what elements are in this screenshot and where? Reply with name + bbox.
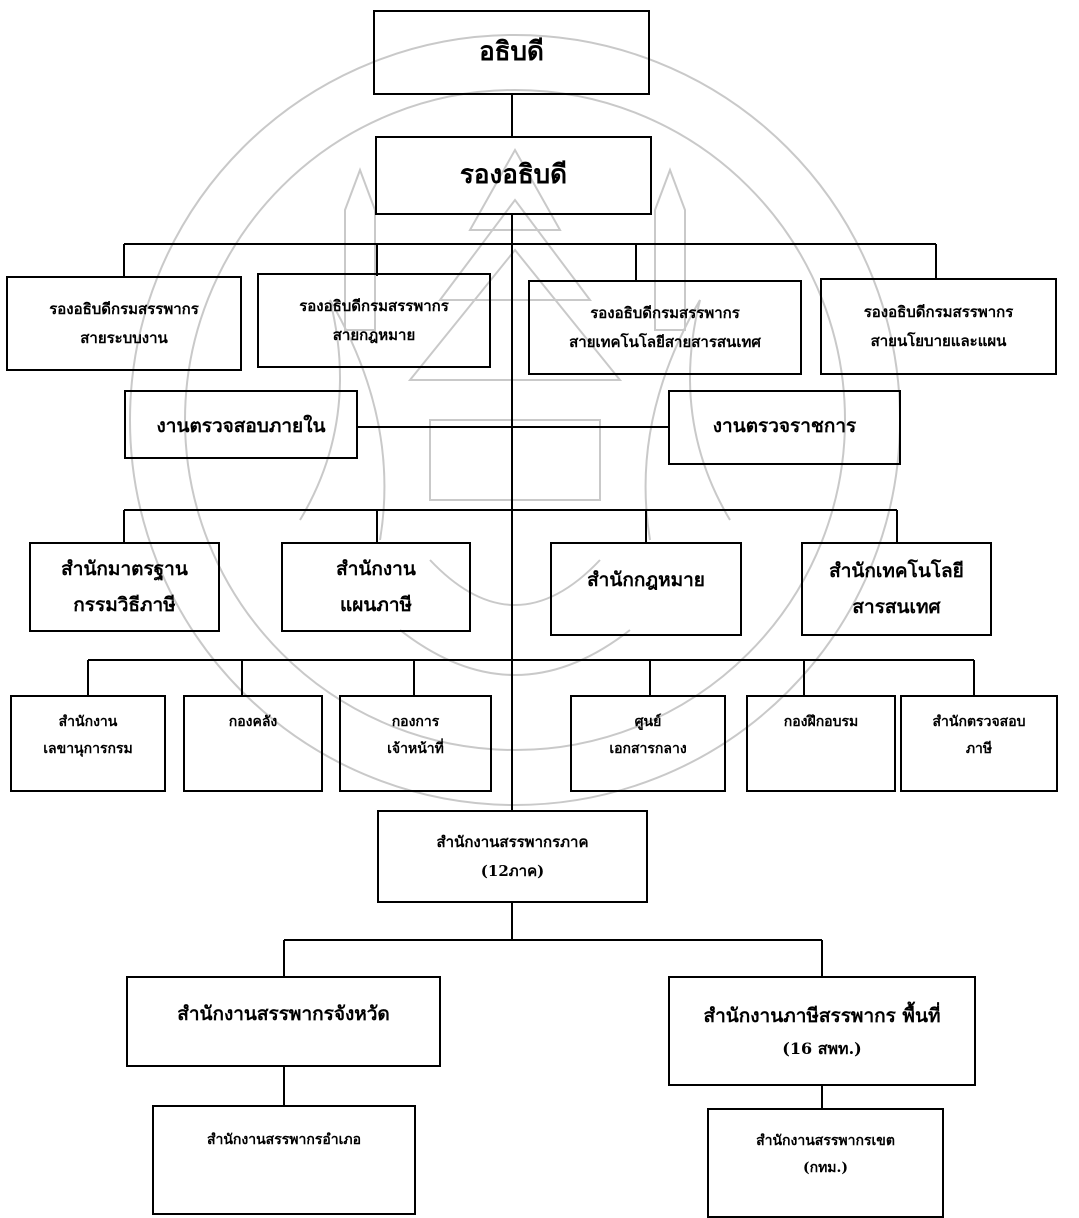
division-finance-box: กองคลัง [183, 695, 323, 792]
deputy-director-box: รองอธิบดี [375, 136, 652, 215]
director-box: อธิบดี [373, 10, 650, 95]
deputy-dg-line: สายระบบงาน [80, 328, 168, 347]
area-office-label: สำนักงานภาษีสรรพากร พื้นที่ [703, 1004, 941, 1027]
internal-audit-box: งานตรวจสอบภายใน [124, 390, 358, 459]
division-label: กองการ [391, 714, 440, 730]
bureau-label: สำนักมาตรฐาน [61, 557, 188, 580]
division-label: กองฝึกอบรม [783, 714, 859, 730]
regional-office-count: (12ภาค) [480, 861, 545, 880]
deputy-dg-title: รองอธิบดีกรมสรรพากร [49, 300, 199, 318]
deputy-dg-it-box: รองอธิบดีกรมสรรพากร สายเทคโนโลยีสายสารสน… [528, 280, 802, 375]
bureau-label: สำนักกฎหมาย [587, 569, 705, 591]
regional-office-box: สำนักงานสรรพากรภาค (12ภาค) [377, 810, 648, 903]
bureau-label: สำนักงาน [336, 557, 416, 580]
district-office-label: สำนักงานสรรพากรอำเภอ [206, 1132, 362, 1148]
division-documents-box: ศูนย์ เอกสารกลาง [570, 695, 726, 792]
bureau-label: สำนักเทคโนโลยี [829, 559, 964, 582]
area-office-count: (16 สพท.) [782, 1038, 862, 1058]
division-label: สำนักตรวจสอบ [932, 714, 1026, 730]
deputy-dg-title: รองอธิบดีกรมสรรพากร [863, 303, 1014, 321]
director-label: อธิบดี [479, 36, 544, 67]
provincial-office-label: สำนักงานสรรพากรจังหวัด [177, 1003, 390, 1025]
inspection-box: งานตรวจราชการ [668, 390, 901, 465]
deputy-dg-line: สายกฎหมาย [332, 325, 416, 344]
division-label: เอกสารกลาง [609, 740, 687, 757]
bureau-it-box: สำนักเทคโนโลยี สารสนเทศ [801, 542, 992, 636]
bureau-label: กรรมวิธีภาษี [73, 594, 176, 616]
deputy-dg-line: สายเทคโนโลยีสายสารสนเทศ [569, 332, 761, 351]
inspection-label: งานตรวจราชการ [712, 415, 857, 437]
bureau-tax-standards-box: สำนักมาตรฐาน กรรมวิธีภาษี [29, 542, 220, 632]
division-label: เจ้าหน้าที่ [387, 740, 444, 757]
bureau-label: สารสนเทศ [852, 596, 941, 618]
division-tax-audit-box: สำนักตรวจสอบ ภาษี [900, 695, 1058, 792]
bangkok-district-office-box: สำนักงานสรรพากรเขต (กทม.) [707, 1108, 944, 1218]
deputy-dg-systems-box: รองอธิบดีกรมสรรพากร สายระบบงาน [6, 276, 242, 371]
bureau-label: แผนภาษี [339, 594, 413, 616]
bureau-legal-box: สำนักกฎหมาย [550, 542, 742, 636]
internal-audit-label: งานตรวจสอบภายใน [156, 415, 326, 437]
bureau-tax-planning-box: สำนักงาน แผนภาษี [281, 542, 471, 632]
division-personnel-box: กองการ เจ้าหน้าที่ [339, 695, 492, 792]
division-training-box: กองฝึกอบรม [746, 695, 896, 792]
district-office-box: สำนักงานสรรพากรอำเภอ [152, 1105, 416, 1215]
division-label: สำนักงาน [58, 714, 118, 730]
division-label: ภาษี [965, 740, 993, 757]
division-secretariat-box: สำนักงาน เลขานุการกรม [10, 695, 166, 792]
deputy-director-label: รองอธิบดี [459, 159, 568, 190]
division-label: กองคลัง [228, 714, 278, 730]
deputy-dg-line: สายนโยบายและแผน [870, 331, 1007, 350]
provincial-office-box: สำนักงานสรรพากรจังหวัด [126, 976, 441, 1067]
deputy-dg-legal-box: รองอธิบดีกรมสรรพากร สายกฎหมาย [257, 273, 491, 368]
deputy-dg-title: รองอธิบดีกรมสรรพากร [299, 297, 449, 315]
bangkok-district-office-label: สำนักงานสรรพากรเขต [756, 1133, 895, 1149]
regional-office-label: สำนักงานสรรพากรภาค [436, 833, 589, 851]
division-label: ศูนย์ [634, 714, 662, 730]
bangkok-district-office-note: (กทม.) [802, 1159, 849, 1176]
deputy-dg-title: รองอธิบดีกรมสรรพากร [590, 304, 740, 322]
area-office-box: สำนักงานภาษีสรรพากร พื้นที่ (16 สพท.) [668, 976, 976, 1086]
division-label: เลขานุการกรม [43, 740, 133, 757]
deputy-dg-policy-box: รองอธิบดีกรมสรรพากร สายนโยบายและแผน [820, 278, 1057, 375]
